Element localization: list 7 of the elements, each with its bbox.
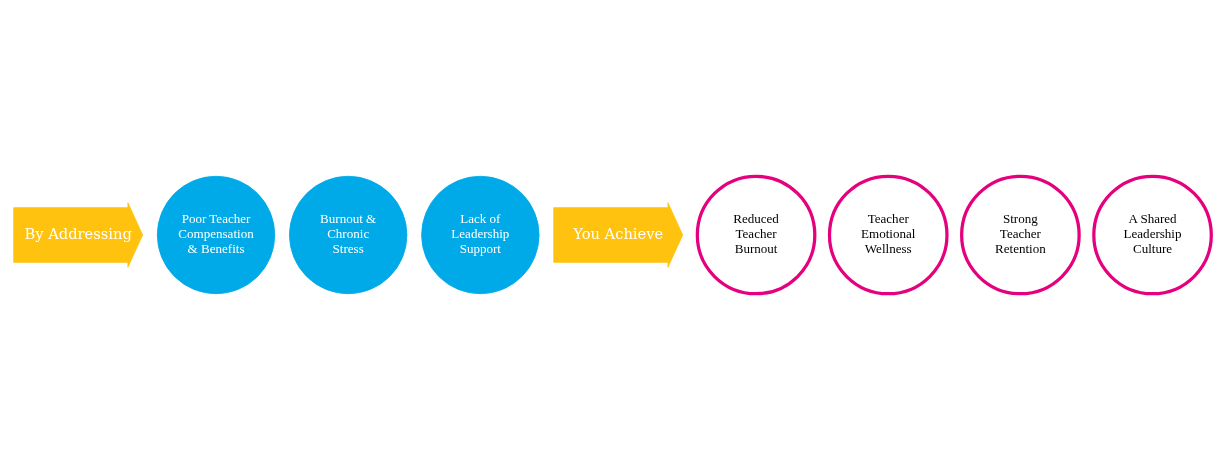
node-circle: Lack of Leadership Support — [421, 175, 540, 295]
node-circle: A Shared Leadership Culture — [1092, 174, 1213, 296]
node-circle: Reduced Teacher Burnout — [695, 174, 817, 296]
node-circle: Teacher Emotional Wellness — [827, 174, 949, 296]
node-circle: Strong Teacher Retention — [960, 174, 1081, 296]
node-circle: Poor Teacher Compensation & Benefits — [156, 175, 276, 295]
node-circle: Burnout & Chronic Stress — [289, 175, 408, 295]
